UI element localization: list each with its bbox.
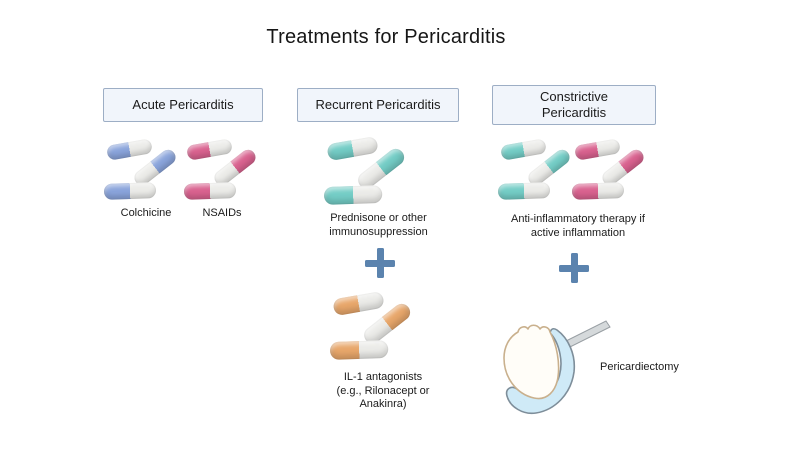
capsule-icon bbox=[323, 185, 383, 205]
colchicine-capsules-icon bbox=[103, 138, 184, 203]
prednisone-capsules-icon bbox=[323, 135, 414, 208]
prednisone-label: Prednisone or other immunosuppression bbox=[329, 212, 428, 238]
anti-inflammatory-label: Anti-inflammatory therapy if active infl… bbox=[511, 213, 645, 239]
header-acute-pericarditis: Acute Pericarditis bbox=[103, 88, 263, 122]
colchicine-label: Colchicine bbox=[120, 207, 172, 219]
anti-inflammatory-pink-capsules-icon bbox=[571, 138, 652, 203]
nsaids-capsules-icon bbox=[183, 138, 264, 203]
capsule-icon bbox=[574, 138, 621, 161]
capsule-icon bbox=[500, 138, 547, 161]
capsule-icon bbox=[332, 290, 385, 317]
capsule-icon bbox=[103, 182, 157, 200]
plus-vertical-bar bbox=[570, 253, 578, 283]
heart-shape bbox=[503, 324, 560, 400]
header-constrictive-pericarditis: Constrictive Pericarditis bbox=[492, 85, 656, 125]
capsule-icon bbox=[326, 135, 379, 162]
page-title: Treatments for Pericarditis bbox=[266, 26, 506, 48]
nsaids-label: NSAIDs bbox=[202, 207, 242, 219]
capsule-icon bbox=[497, 182, 551, 200]
capsule-icon bbox=[571, 182, 625, 200]
capsule-icon bbox=[183, 182, 237, 200]
anti-inflammatory-teal-capsules-icon bbox=[497, 138, 578, 203]
capsule-icon bbox=[329, 340, 389, 360]
capsule-icon bbox=[186, 138, 233, 161]
plus-icon bbox=[559, 253, 589, 283]
plus-vertical-bar bbox=[376, 248, 384, 278]
capsule-icon bbox=[106, 138, 153, 161]
header-recurrent-pericarditis: Recurrent Pericarditis bbox=[297, 88, 459, 122]
il1-antagonists-label: IL-1 antagonists (e.g., Rilonacept or An… bbox=[336, 371, 430, 410]
plus-icon bbox=[365, 248, 395, 278]
il1-antagonist-capsules-icon bbox=[329, 290, 420, 363]
pericardiectomy-label: Pericardiectomy bbox=[600, 361, 679, 373]
pericardiectomy-illustration-icon bbox=[503, 320, 611, 415]
